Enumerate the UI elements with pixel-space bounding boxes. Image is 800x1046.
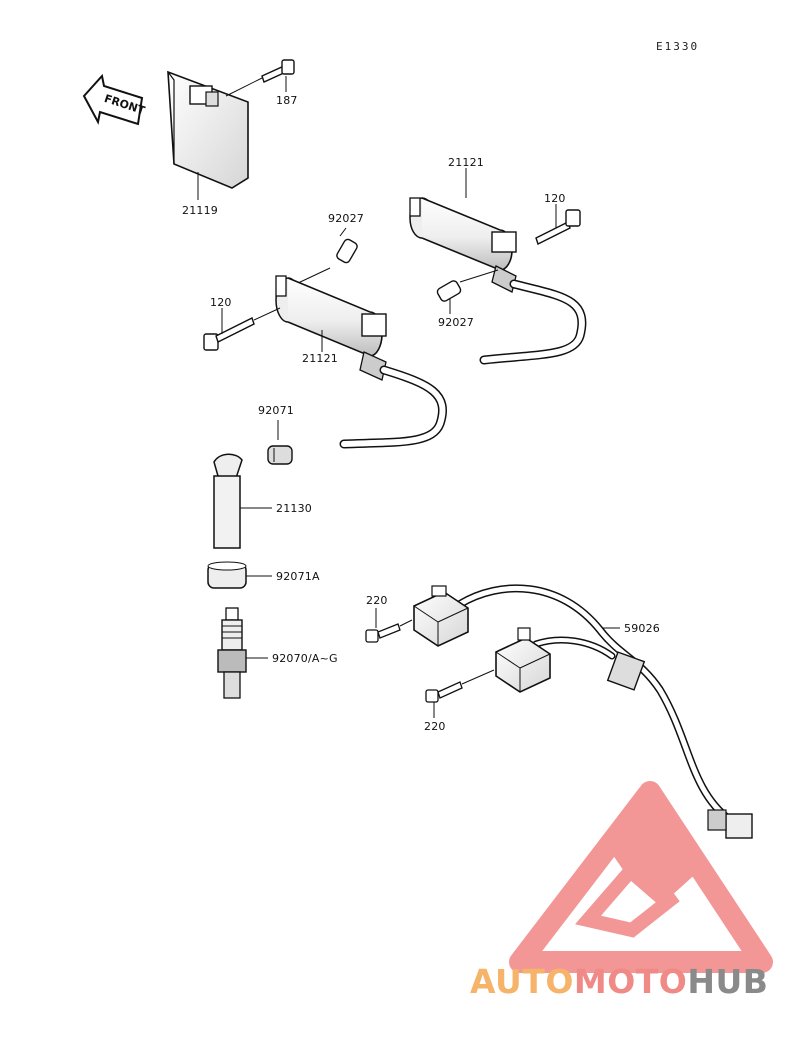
bolt-220-bottom <box>425 669 495 718</box>
label-92027-right: 92027 <box>438 316 474 329</box>
bolt-120-left <box>203 307 281 351</box>
sleeve-92027-top <box>295 227 358 285</box>
label-92027-top: 92027 <box>328 212 364 225</box>
automotohub-watermark: AUTOMOTOHUB <box>470 962 768 1001</box>
watermark-moto: MOTO <box>573 962 688 1001</box>
pickup-coil-upper <box>413 585 469 647</box>
plug-cap-seal-92071 <box>267 420 293 465</box>
seal-ring-92071A <box>207 561 272 589</box>
spark-plug-cap-21130 <box>213 453 272 549</box>
label-187: 187 <box>276 94 298 107</box>
label-92071A: 92071A <box>276 570 320 583</box>
watermark-auto: AUTO <box>470 962 574 1001</box>
label-120-right: 120 <box>544 192 566 205</box>
label-21130: 21130 <box>276 502 312 515</box>
sleeve-92027-right <box>436 269 499 314</box>
bolt-187 <box>225 59 295 97</box>
bolt-120-right <box>535 204 581 245</box>
ignition-coil-upper <box>409 168 587 365</box>
wiring-harness-59026 <box>456 584 753 839</box>
label-21121-top: 21121 <box>448 156 484 169</box>
label-220-top: 220 <box>366 594 388 607</box>
label-21119: 21119 <box>182 204 218 217</box>
igniter-unit <box>167 70 249 200</box>
label-120-left: 120 <box>210 296 232 309</box>
label-21121-mid: 21121 <box>302 352 338 365</box>
ignition-coil-middle <box>275 275 447 449</box>
label-92071: 92071 <box>258 404 294 417</box>
watermark-hub: HUB <box>687 962 769 1001</box>
bolt-220-top <box>365 608 413 643</box>
diagram-reference-code: E1330 <box>656 40 700 53</box>
label-220-bottom: 220 <box>424 720 446 733</box>
automotohub-logo-icon <box>509 781 773 973</box>
pickup-coil-lower <box>495 627 551 693</box>
label-92070: 92070/A~G <box>272 652 338 665</box>
label-59026: 59026 <box>624 622 660 635</box>
spark-plug-92070 <box>217 607 268 699</box>
front-arrow-icon: FRONT <box>82 73 147 126</box>
